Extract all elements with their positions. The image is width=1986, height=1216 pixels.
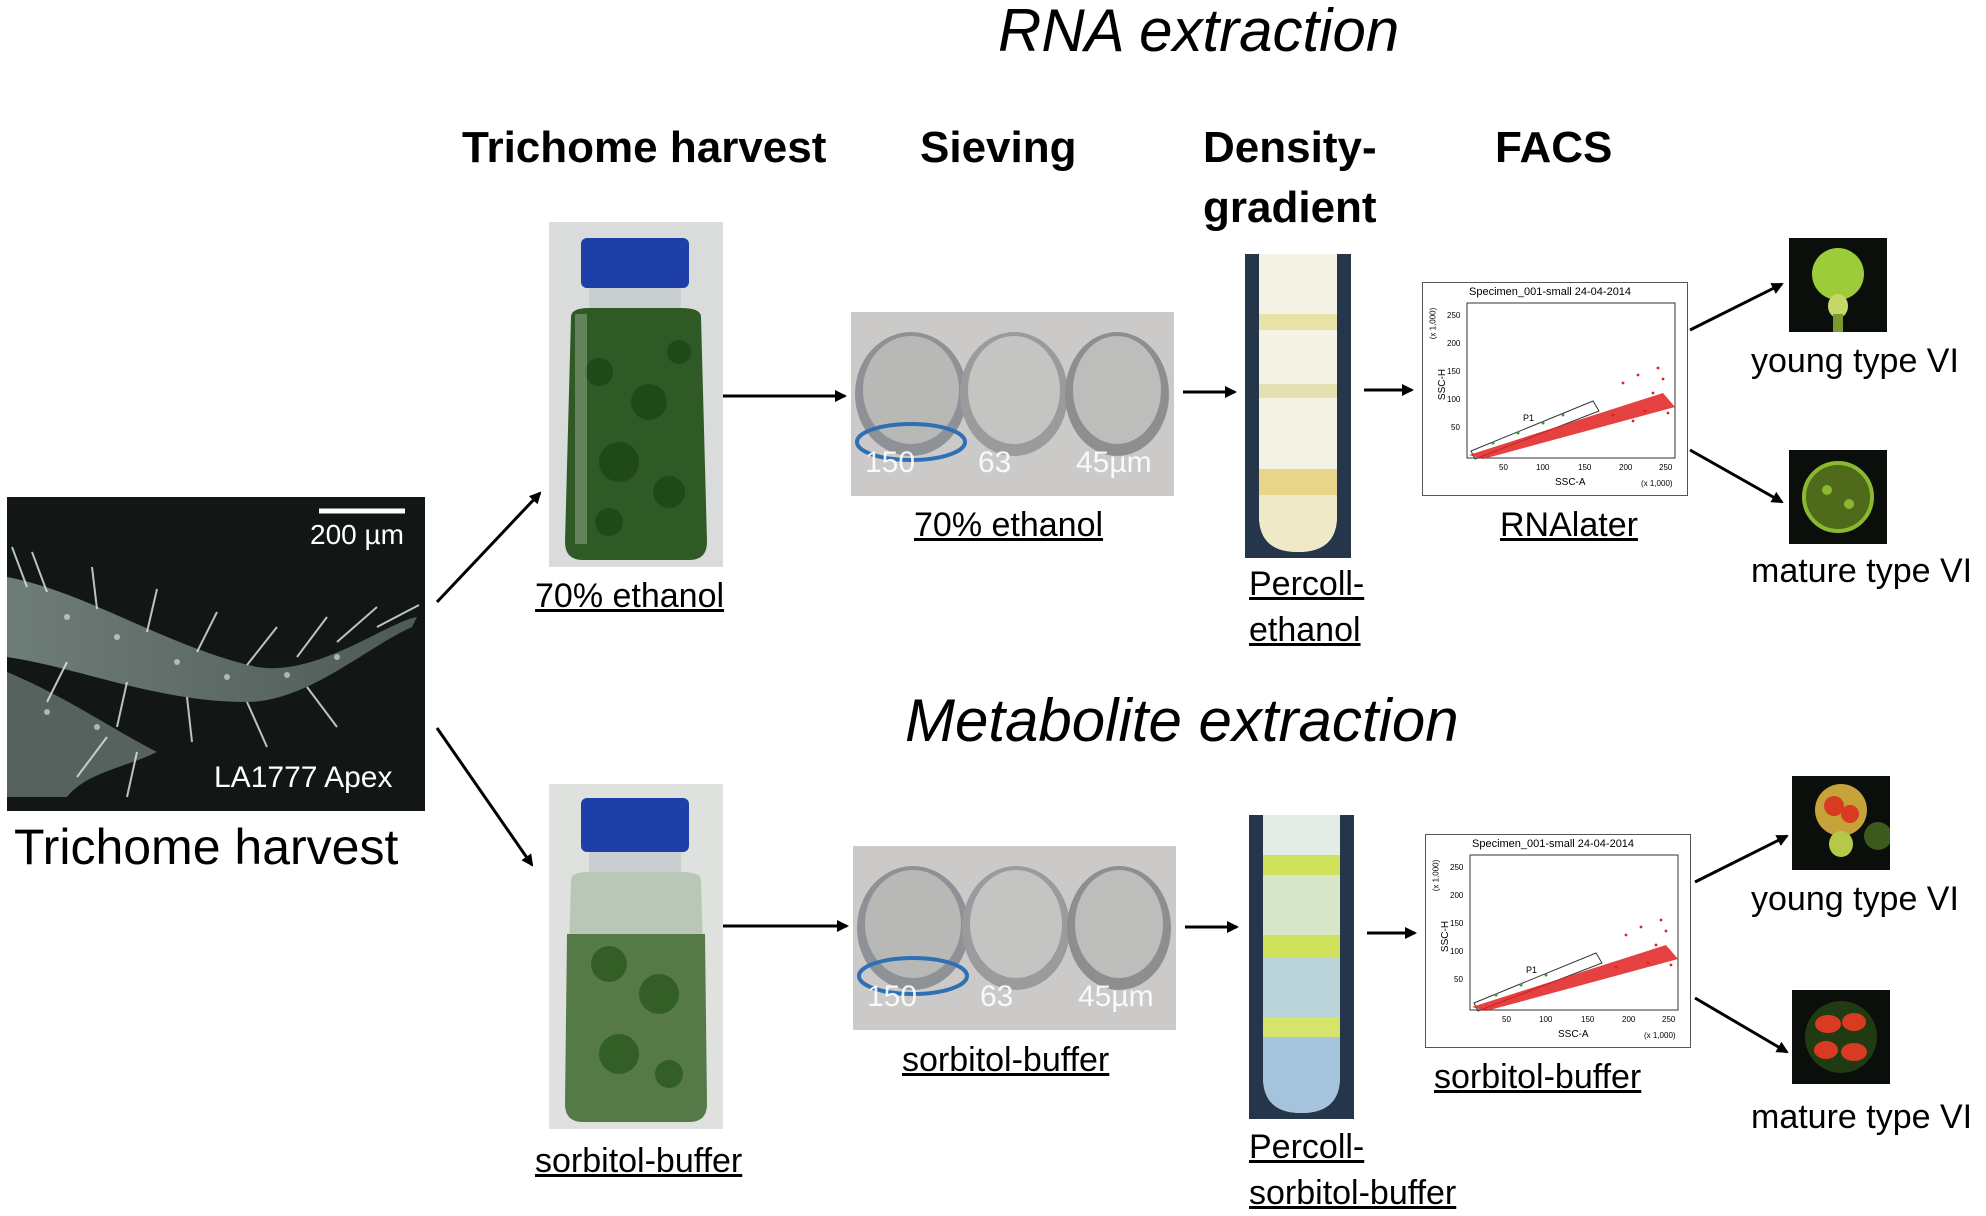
- arrow-met-facs-to-mature: [1694, 996, 1789, 1054]
- met-bottle-photo: [549, 784, 723, 1129]
- met-facs-plot: Specimen_001-small 24-04-2014 SSC-A SSC-…: [1425, 834, 1691, 1048]
- met-sieve-size-150: 150: [867, 980, 918, 1013]
- met-sieves-photo: 150 63 45µm: [853, 846, 1176, 1030]
- rna-facs-ytick-200: 200: [1447, 339, 1461, 348]
- rna-gradient-caption: Percoll- ethanol: [1249, 565, 1365, 649]
- rna-young-trichome-image: [1789, 238, 1887, 332]
- metabolite-extraction-title: Metabolite extraction: [905, 687, 1459, 754]
- specimen-label: LA1777 Apex: [214, 761, 393, 794]
- rna-facs-title: Specimen_001-small 24-04-2014: [1469, 286, 1632, 298]
- rna-sieves-image: [851, 312, 1174, 496]
- arrow-source-to-rna-bottle: [435, 491, 542, 604]
- source-caption: Trichome harvest: [14, 819, 399, 875]
- rna-young-label: young type VI: [1751, 342, 1959, 380]
- rna-facs-ytick-50: 50: [1451, 423, 1460, 432]
- rna-facs-plot: Specimen_001-small 24-04-2014 SSC-A SSC-…: [1422, 282, 1688, 496]
- rna-facs-gate-label: P1: [1523, 413, 1535, 423]
- met-facs-xtick-50: 50: [1502, 1015, 1511, 1024]
- met-facs-xmult: (x 1,000): [1644, 1031, 1676, 1040]
- stage-facs: FACS: [1495, 123, 1613, 172]
- met-facs-xlabel: SSC-A: [1558, 1029, 1589, 1040]
- met-sieve-size-63: 63: [980, 980, 1014, 1013]
- met-mature-trichome-svg: [1805, 1001, 1877, 1073]
- met-gradient-caption: Percoll- sorbitol-buffer: [1249, 1128, 1457, 1212]
- rna-bottle-photo: [549, 222, 723, 567]
- rna-facs-ytick-100: 100: [1447, 395, 1461, 404]
- met-mature-trichome-image: [1792, 990, 1890, 1084]
- trichome-micrograph-image: [7, 508, 420, 798]
- met-facs-ytick-250: 250: [1450, 863, 1464, 872]
- met-facs-xtick-250: 250: [1662, 1015, 1676, 1024]
- arrow-rna-facs-to-young: [1689, 282, 1784, 332]
- rna-sieve-size-63: 63: [978, 446, 1012, 479]
- met-facs-xtick-200: 200: [1622, 1015, 1636, 1024]
- met-facs-title: Specimen_001-small 24-04-2014: [1472, 838, 1635, 850]
- stage-trichome-harvest: Trichome harvest: [462, 123, 827, 172]
- rna-mature-label: mature type VI: [1751, 552, 1973, 590]
- rna-facs-xtick-100: 100: [1536, 463, 1550, 472]
- rna-extraction-title: RNA extraction: [998, 0, 1400, 64]
- met-facs-ytick-100: 100: [1450, 947, 1464, 956]
- rna-sieve-caption: 70% ethanol: [914, 506, 1104, 544]
- scale-bar-label: 200 µm: [310, 519, 404, 550]
- rna-facs-ytick-250: 250: [1447, 311, 1461, 320]
- met-facs-xtick-150: 150: [1581, 1015, 1595, 1024]
- rna-facs-ymult: (x 1,000): [1428, 307, 1438, 340]
- met-young-label: young type VI: [1751, 880, 1959, 918]
- rna-sieve-size-45: 45µm: [1076, 446, 1152, 479]
- rna-gradient-tube-photo: [1245, 254, 1351, 558]
- met-young-trichome-image: [1792, 776, 1890, 870]
- arrow-source-to-met-bottle: [435, 727, 534, 867]
- met-sieve-size-45: 45µm: [1078, 980, 1154, 1013]
- met-facs-xtick-100: 100: [1539, 1015, 1553, 1024]
- met-facs-ytick-50: 50: [1454, 975, 1463, 984]
- rna-facs-scatter: [1466, 302, 1676, 460]
- rna-mature-trichome-image: [1789, 450, 1887, 544]
- met-mature-label: mature type VI: [1751, 1098, 1973, 1136]
- rna-young-trichome-svg: [1812, 248, 1864, 332]
- met-facs-caption: sorbitol-buffer: [1434, 1058, 1642, 1096]
- rna-facs-ytick-150: 150: [1447, 367, 1461, 376]
- met-facs-ytick-200: 200: [1450, 891, 1464, 900]
- met-facs-ytick-150: 150: [1450, 919, 1464, 928]
- rna-facs-xtick-50: 50: [1499, 463, 1508, 472]
- met-facs-scatter: [1469, 854, 1679, 1012]
- met-facs-ymult: (x 1,000): [1431, 859, 1441, 892]
- stage-sieving: Sieving: [920, 123, 1077, 172]
- met-gradient-tube-photo: [1249, 815, 1354, 1119]
- rna-facs-xtick-200: 200: [1619, 463, 1633, 472]
- rna-bottle-image: [549, 222, 723, 567]
- rna-gradient-tube-image: [1245, 254, 1351, 558]
- met-facs-gate-label: P1: [1526, 965, 1538, 975]
- rna-facs-xtick-250: 250: [1659, 463, 1673, 472]
- rna-sieves-photo: 150 63 45µm: [851, 312, 1174, 496]
- met-gradient-tube-image: [1249, 815, 1354, 1119]
- met-sieve-caption: sorbitol-buffer: [902, 1041, 1110, 1079]
- trichome-micrograph: 200 µm LA1777 Apex: [7, 497, 425, 811]
- rna-facs-caption: RNAlater: [1500, 506, 1638, 544]
- rna-facs-xtick-150: 150: [1578, 463, 1592, 472]
- met-bottle-image: [549, 784, 723, 1129]
- arrow-rna-facs-to-mature: [1689, 448, 1784, 504]
- rna-facs-xlabel: SSC-A: [1555, 477, 1586, 488]
- rna-sieve-size-150: 150: [865, 446, 916, 479]
- rna-bottle-caption: 70% ethanol: [535, 577, 725, 615]
- stage-density-gradient: Density- gradient: [1203, 123, 1377, 232]
- rna-facs-xmult: (x 1,000): [1641, 479, 1673, 488]
- met-young-trichome-svg: [1815, 784, 1890, 857]
- rna-mature-trichome-svg: [1802, 461, 1874, 533]
- met-bottle-caption: sorbitol-buffer: [535, 1142, 743, 1180]
- met-sieves-image: [853, 846, 1176, 1030]
- arrow-met-facs-to-young: [1694, 834, 1789, 884]
